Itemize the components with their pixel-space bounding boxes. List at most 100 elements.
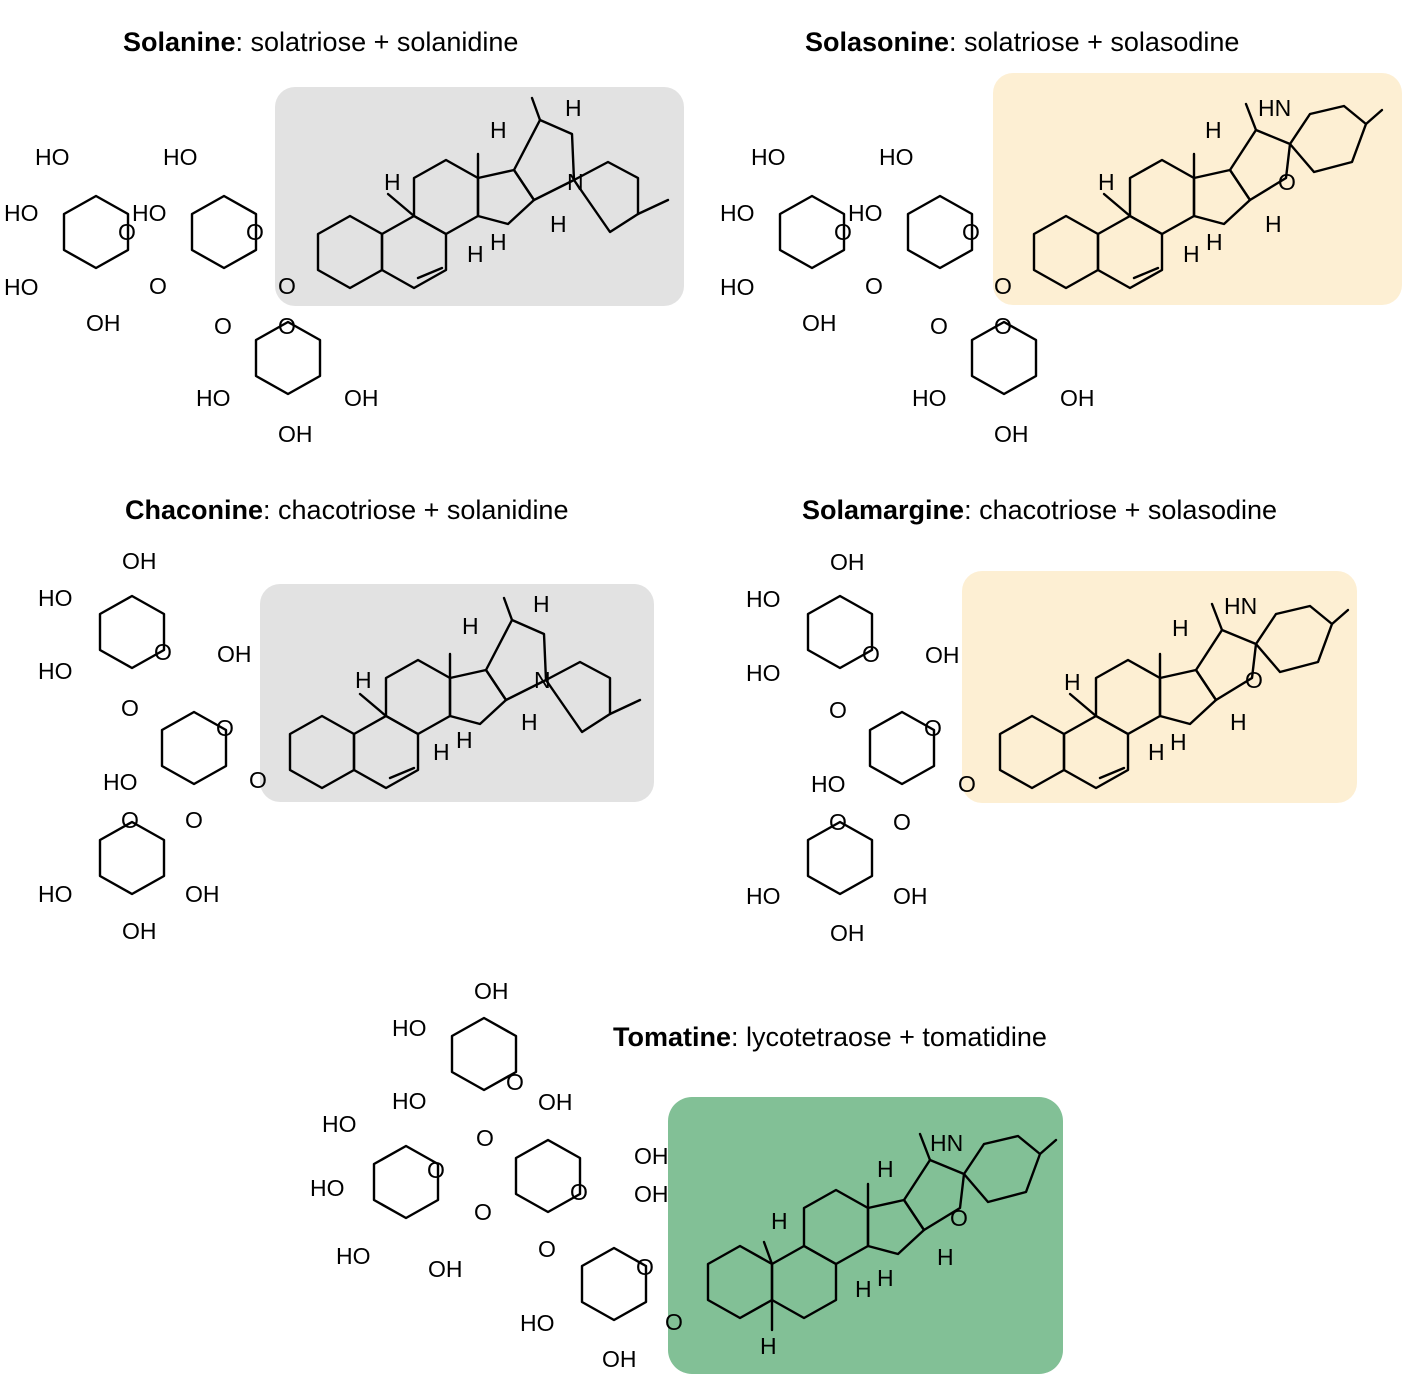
o-label: O xyxy=(962,219,980,245)
o-label: O xyxy=(214,313,232,339)
oh-label: OH xyxy=(925,642,960,668)
ho-label: HO xyxy=(38,881,73,907)
h-label: H xyxy=(877,1265,894,1291)
h-label: H xyxy=(855,1276,872,1302)
o-label: O xyxy=(930,313,948,339)
h-label: H xyxy=(1205,117,1222,143)
ho-label: HO xyxy=(848,200,883,226)
oh-label: OH xyxy=(122,918,157,944)
ho-label: HO xyxy=(912,385,947,411)
compound-composition: : solatriose + solanidine xyxy=(235,27,519,57)
ho-label: HO xyxy=(392,1015,427,1041)
o-label: O xyxy=(118,219,136,245)
h-label: H xyxy=(1172,615,1189,641)
ho-label: HO xyxy=(38,658,73,684)
o-label: O xyxy=(1245,667,1263,693)
oh-label: OH xyxy=(802,310,837,336)
ho-label: HO xyxy=(163,144,198,170)
h-label: H xyxy=(1230,709,1247,735)
oh-label: OH xyxy=(428,1256,463,1282)
compound-name: Solanine xyxy=(123,27,236,57)
structure-solamargine: HN O H H H H H O O O O O O OH HO HO OH H… xyxy=(746,549,1350,946)
compound-name: Solasonine xyxy=(805,27,950,57)
o-label: O xyxy=(121,695,139,721)
ho-label: HO xyxy=(336,1243,371,1269)
h-label: H xyxy=(462,613,479,639)
oh-label: OH xyxy=(602,1346,637,1372)
n-label: HN xyxy=(1258,95,1291,121)
h-label: H xyxy=(771,1208,788,1234)
oh-label: OH xyxy=(634,1181,669,1207)
h-label: H xyxy=(1098,169,1115,195)
ho-label: HO xyxy=(4,274,39,300)
compound-name: Solamargine xyxy=(802,495,965,525)
h-label: H xyxy=(1148,739,1165,765)
o-label: O xyxy=(1278,169,1296,195)
oh-label: OH xyxy=(634,1143,669,1169)
ho-label: HO xyxy=(392,1088,427,1114)
oh-label: OH xyxy=(538,1089,573,1115)
h-label: H xyxy=(1064,669,1081,695)
o-label: O xyxy=(994,313,1012,339)
compound-composition: : chacotriose + solasodine xyxy=(964,495,1278,525)
o-label: O xyxy=(185,807,203,833)
title-chaconine: Chaconine: chacotriose + solanidine xyxy=(125,494,568,526)
h-label: H xyxy=(355,667,372,693)
compound-name: Chaconine xyxy=(125,495,264,525)
ho-label: HO xyxy=(520,1310,555,1336)
o-label: O xyxy=(538,1236,556,1262)
structure-tomatine: HN O H H H H H H O O O O O O O O OH HO H… xyxy=(310,978,1058,1372)
title-solanine: Solanine: solatriose + solanidine xyxy=(123,26,518,58)
o-label: O xyxy=(506,1069,524,1095)
oh-label: OH xyxy=(830,920,865,946)
o-label: O xyxy=(636,1254,654,1280)
ho-label: HO xyxy=(746,586,781,612)
o-label: O xyxy=(474,1199,492,1225)
o-label: O xyxy=(149,273,167,299)
ho-label: HO xyxy=(132,200,167,226)
h-label: H xyxy=(490,229,507,255)
o-label: O xyxy=(216,715,234,741)
oh-label: OH xyxy=(185,881,220,907)
h-label: H xyxy=(760,1333,777,1359)
structure-solasonine: HN O H H H H H O O O O O O HO HO HO HO H… xyxy=(720,95,1384,447)
o-label: O xyxy=(246,219,264,245)
o-label: O xyxy=(958,771,976,797)
o-label: O xyxy=(829,809,847,835)
oh-label: OH xyxy=(86,310,121,336)
n-label: HN xyxy=(1224,593,1257,619)
compound-name: Tomatine xyxy=(613,1022,732,1052)
h-label: H xyxy=(877,1156,894,1182)
ho-label: HO xyxy=(35,144,70,170)
h-label: H xyxy=(565,95,582,121)
structure-solanine: N H H H H H H O O O O O O HO HO HO HO HO… xyxy=(4,95,670,447)
h-label: H xyxy=(521,709,538,735)
o-label: O xyxy=(862,641,880,667)
h-label: H xyxy=(1183,241,1200,267)
o-label: O xyxy=(154,639,172,665)
oh-label: OH xyxy=(217,641,252,667)
title-solasonine: Solasonine: solatriose + solasodine xyxy=(805,26,1239,58)
oh-label: OH xyxy=(830,549,865,575)
h-label: H xyxy=(456,727,473,753)
oh-label: OH xyxy=(474,978,509,1004)
h-label: H xyxy=(937,1244,954,1270)
oh-label: OH xyxy=(893,883,928,909)
oh-label: OH xyxy=(1060,385,1095,411)
ho-label: HO xyxy=(196,385,231,411)
o-label: O xyxy=(427,1157,445,1183)
o-label: O xyxy=(249,767,267,793)
o-label: O xyxy=(994,273,1012,299)
ho-label: HO xyxy=(310,1175,345,1201)
oh-label: OH xyxy=(278,421,313,447)
h-label: H xyxy=(433,739,450,765)
structure-chaconine: N H H H H H H O O O O O O OH HO HO OH HO… xyxy=(38,548,642,944)
n-label: N xyxy=(534,667,551,693)
ho-label: HO xyxy=(720,274,755,300)
ho-label: HO xyxy=(322,1111,357,1137)
h-label: H xyxy=(1206,229,1223,255)
o-label: O xyxy=(893,809,911,835)
compound-composition: : solatriose + solasodine xyxy=(949,27,1240,57)
